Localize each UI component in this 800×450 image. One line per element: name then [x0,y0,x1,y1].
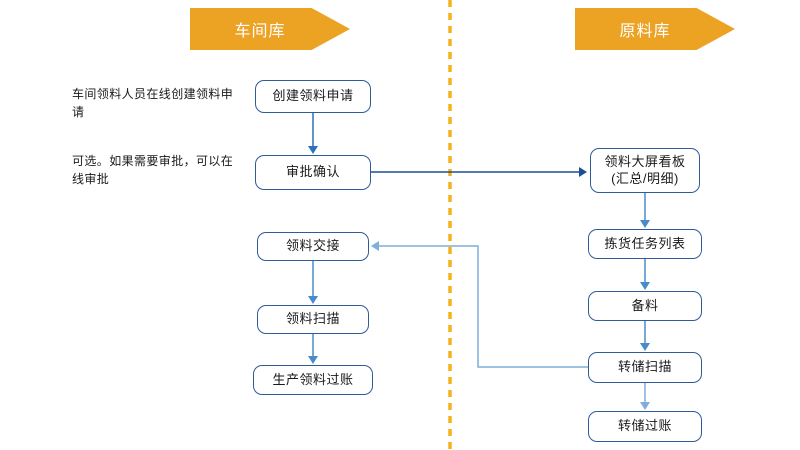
node-text-line: 生产领料过账 [272,371,354,387]
arrowhead-approve-to-dashboard [579,167,587,177]
arrowhead-dashboard-to-picking [640,220,650,228]
node-transfer-posting[interactable]: 转储过账 [588,411,702,442]
node-label-dashboard: 领料大屏看板(汇总/明细) [604,154,685,187]
node-label-transfer-scan: 转储扫描 [618,359,672,375]
connector-transfer-scan-to-handover [373,245,588,368]
node-label-prepare-material: 备料 [631,298,658,314]
node-dashboard[interactable]: 领料大屏看板(汇总/明细) [590,148,700,193]
note-create: 车间领料人员在线创建领料申请 [72,87,234,119]
node-text-line: 拣货任务列表 [604,235,686,251]
lane-banner-label-material: 原料库 [619,23,671,40]
node-text-line: 创建领料申请 [272,88,354,104]
node-material-scan[interactable]: 领料扫描 [257,305,369,334]
note-approve: 可选。如果需要审批，可以在线审批 [72,154,234,186]
node-transfer-scan[interactable]: 转储扫描 [588,352,702,383]
lane-banner-label-workshop: 车间库 [234,23,286,40]
node-label-material-handover: 领料交接 [286,238,340,254]
node-material-handover[interactable]: 领料交接 [257,232,369,261]
node-approve-confirm[interactable]: 审批确认 [255,155,371,190]
node-text-line: 领料交接 [285,238,340,254]
node-label-transfer-posting: 转储过账 [618,418,672,434]
node-production-posting[interactable]: 生产领料过账 [253,365,373,395]
node-label-picking-task-list: 拣货任务列表 [604,236,685,252]
node-label-production-posting: 生产领料过账 [272,372,353,388]
node-text-line: 转储过账 [617,418,672,434]
arrowhead-transfer-scan-to-handover [371,241,379,251]
arrowhead-transfer-scan-to-posting [640,402,650,410]
arrowhead-picking-to-prepare [640,282,650,290]
node-create-request[interactable]: 创建领料申请 [255,80,371,113]
arrowhead-prepare-to-transfer-scan [640,343,650,351]
node-text-line: 备料 [631,297,659,313]
node-text-line: 转储扫描 [617,359,672,375]
node-picking-task-list[interactable]: 拣货任务列表 [588,229,702,259]
node-text-line: 领料大屏看板 [604,154,686,170]
lane-banner-material: 原料库 [575,8,735,50]
node-label-approve-confirm: 审批确认 [286,164,340,180]
connector-group [308,113,650,410]
arrowhead-handover-to-scan [308,296,318,304]
node-text-line: (汇总/明细) [611,170,679,186]
node-label-create-request: 创建领料申请 [272,88,353,104]
arrowhead-scan-to-posting [308,356,318,364]
node-text-line: 审批确认 [285,164,340,180]
node-text-line: 领料扫描 [285,311,340,327]
lane-banner-workshop: 车间库 [190,8,350,50]
arrowhead-create-to-approve [308,146,318,154]
node-label-material-scan: 领料扫描 [286,311,340,327]
node-prepare-material[interactable]: 备料 [588,291,702,321]
